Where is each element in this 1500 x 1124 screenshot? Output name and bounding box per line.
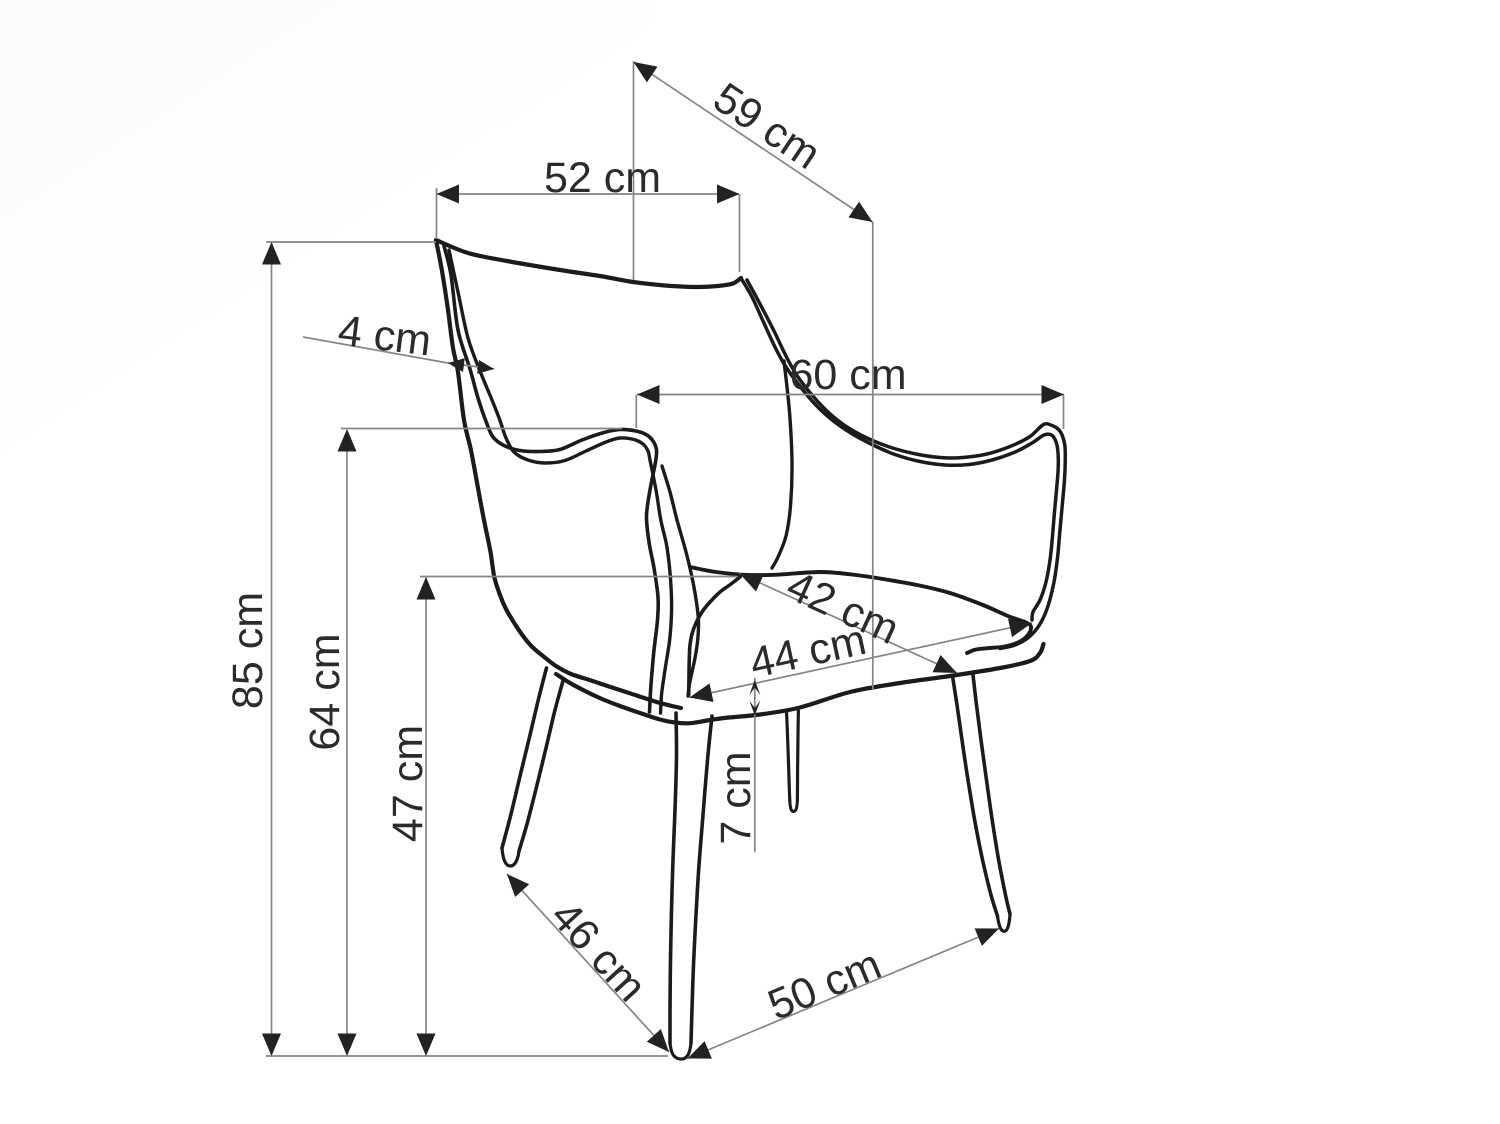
- svg-text:85 cm: 85 cm: [224, 592, 272, 709]
- svg-text:60 cm: 60 cm: [789, 351, 906, 399]
- svg-text:52 cm: 52 cm: [544, 154, 661, 202]
- svg-text:64 cm: 64 cm: [301, 633, 349, 750]
- svg-text:7 cm: 7 cm: [712, 751, 760, 844]
- svg-text:47 cm: 47 cm: [384, 725, 432, 842]
- svg-text:4 cm: 4 cm: [336, 307, 434, 366]
